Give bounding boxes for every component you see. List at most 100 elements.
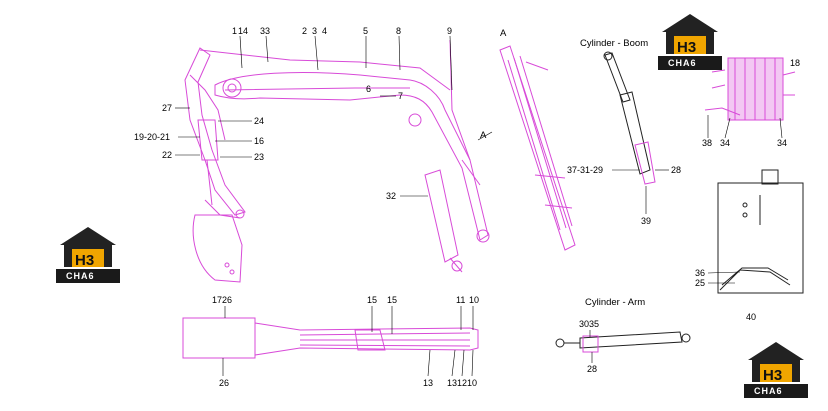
leader-33 [265,35,269,63]
label-38: 38 [702,138,712,148]
label-7: 7 [398,91,403,101]
label-33: 33 [260,26,270,36]
tank-cap [761,169,779,185]
hose-1 [507,59,561,231]
hose-3 [519,55,573,227]
hose-bundle-frame [499,45,576,251]
logo-bottom-right: H3 CHA6 [744,342,808,398]
boom-detail-eye [603,51,613,61]
label-10: 10 [469,295,479,305]
label-26: 26 [219,378,229,388]
arm-top-view: 1726 15 15 11 10 26 13 131210 [182,295,479,388]
boom-cylinder-eye [451,260,463,272]
boom-foot-pin [408,113,422,127]
boom-pivot-inner [227,83,237,93]
label-18: 18 [790,58,800,68]
arm-assembly [184,47,246,216]
arm-hose [189,74,226,141]
boom-cylinder-barrel [424,169,459,263]
leader-2-3-4 [314,35,319,71]
label-13: 13 [423,378,433,388]
arm-cylinder [197,119,219,161]
label-36: 36 [695,268,705,278]
label-37-31-29: 37-31-29 [567,165,603,175]
label-14: 14 [238,26,248,36]
logo-top-right: H3 CHA6 [658,14,722,70]
arm-top-clamp [354,329,386,351]
bucket-pin [235,209,245,219]
label-2: 2 [302,26,307,36]
label-24: 24 [254,116,264,126]
bucket-link [204,199,241,219]
logo-mark: H3 [677,39,696,56]
label-131210: 131210 [447,378,477,388]
leader-9 [449,35,453,91]
label-16: 16 [254,136,264,146]
label-40: 40 [746,312,756,322]
logo-left: H3 CHA6 [56,227,120,283]
arm-top-bucket [182,317,256,359]
logo-bar [56,269,120,283]
cylinder-boom-detail: Cylinder - Boom 37-31-29 28 39 [567,38,681,226]
hose-clip-top [525,61,549,71]
logo-mark: H3 [75,252,94,269]
label-28-arm: 28 [587,364,597,374]
logo-mark: H3 [763,367,782,384]
boom-assembly [199,39,490,243]
boom-cylinder-main [424,169,463,273]
tank-bolt-a [742,202,748,208]
label-28-boom: 28 [671,165,681,175]
arm-detail-eye-left [555,338,565,348]
label-15-a: 15 [367,295,377,305]
leader-131210 [451,349,474,377]
leader-11-10 [460,306,474,330]
arm-detail-fitting [582,335,599,353]
boom-inner-line [224,87,410,91]
leader-8 [398,35,401,71]
label-34-right: 34 [777,138,787,148]
arm-rod [206,159,213,206]
arm-body [184,47,246,216]
leader-13 [427,349,431,377]
label-15-b: 15 [387,295,397,305]
logo-bar [744,384,808,398]
label-9: 9 [447,26,452,36]
label-1: 1 [232,26,237,36]
label-34-left: 34 [720,138,730,148]
tank-hoses [719,267,791,291]
cylinder-boom-caption: Cylinder - Boom [580,38,648,49]
leader-34-right [779,117,783,139]
leader-15 [371,306,393,334]
leader-36 [707,271,741,274]
arm-top-body [254,322,479,356]
view-a-hoses: A [499,28,576,251]
bucket-body [192,214,243,283]
label-19-21: 19-20-21 [134,132,170,142]
boom-pivot [222,78,242,98]
control-valve: 18 38 34 34 [702,57,800,148]
boom-hose-a [449,39,471,161]
bucket-bolt-a [224,262,230,268]
label-5: 5 [363,26,368,36]
label-22: 22 [162,150,172,160]
label-1726: 1726 [212,295,232,305]
logo-accent [72,249,104,267]
logo-bar [658,56,722,70]
leader-34-left [724,117,731,139]
bucket-assembly [192,199,245,283]
boom-hose-b [461,159,481,186]
valve-sections [734,58,776,120]
label-27: 27 [162,103,172,113]
view-a-mark: A [480,130,487,141]
tank-body [717,182,804,294]
label-6: 6 [366,84,371,94]
label-23: 23 [254,152,264,162]
hose-clip-low [544,204,573,209]
boom-detail-barrel [619,91,651,175]
hose-2 [513,57,567,229]
arm-detail-barrel [579,331,683,349]
logo-word: CHA6 [668,58,697,68]
view-a-caption: A [500,28,507,39]
boom-top-line [199,49,451,91]
